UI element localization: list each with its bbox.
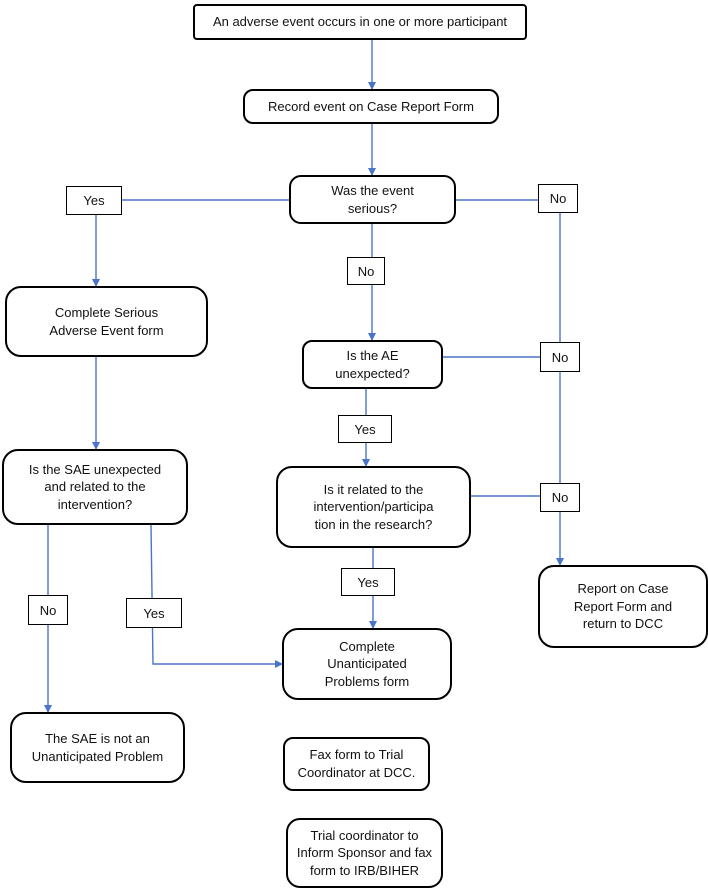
edge-sae-yes	[150, 524, 283, 668]
report-crf-node: Report on Case Report Form and return to…	[538, 565, 708, 648]
label-no-serious-mid: No	[347, 257, 385, 285]
record-event-node: Record event on Case Report Form	[243, 89, 499, 124]
label-no-ae: No	[540, 342, 580, 372]
edge-serious-yes	[92, 199, 289, 287]
label-yes-ae: Yes	[338, 415, 392, 443]
fax-form-node: Fax form to Trial Coordinator at DCC.	[283, 737, 430, 791]
coordinator-node: Trial coordinator to Inform Sponsor and …	[286, 818, 443, 888]
up-form-node: Complete Unanticipated Problems form	[282, 628, 452, 700]
serious-decision-node: Was the event serious?	[289, 175, 456, 224]
label-yes-related: Yes	[341, 568, 395, 596]
related-decision-node: Is it related to the intervention/partic…	[276, 466, 471, 548]
label-yes-sae: Yes	[126, 598, 182, 628]
ae-unexpected-node: Is the AE unexpected?	[302, 340, 443, 389]
label-yes-serious: Yes	[66, 186, 122, 215]
sae-form-node: Complete Serious Adverse Event form	[5, 286, 208, 357]
start-event-node: An adverse event occurs in one or more p…	[193, 4, 527, 40]
label-no-serious-right: No	[538, 184, 578, 213]
label-no-sae: No	[28, 595, 68, 625]
not-up-node: The SAE is not an Unanticipated Problem	[10, 712, 185, 783]
label-no-related: No	[540, 483, 580, 512]
sae-unexpected-node: Is the SAE unexpected and related to the…	[2, 449, 188, 525]
